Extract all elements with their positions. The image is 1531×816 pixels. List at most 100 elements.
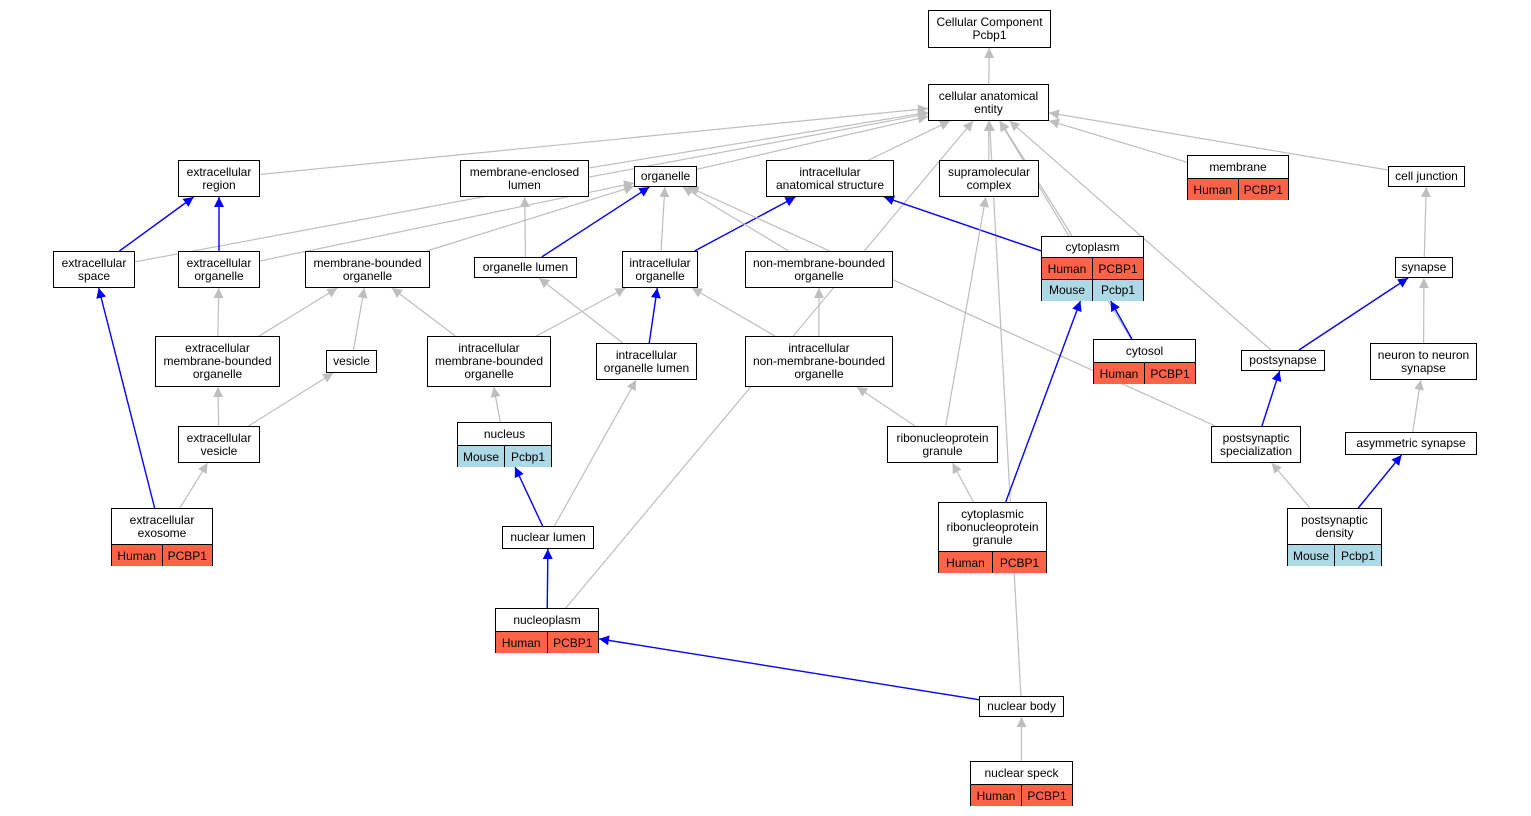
edge-io-to-org (659, 186, 670, 252)
node-label-line: entity (974, 101, 1003, 116)
edge-iol-to-orglum (538, 277, 624, 344)
edge-orglum-to-org (541, 186, 650, 258)
edge-cytosol-to-cae (999, 120, 1132, 340)
edge-exo-to-exves (179, 462, 209, 509)
edge-psyn-to-syn (1298, 277, 1409, 351)
node-label-line: organelle lumen (603, 360, 690, 375)
node-label-line: intracellular (458, 341, 520, 355)
node-label-line: space (77, 268, 111, 283)
node-label-line: ribonucleoprotein (946, 519, 1039, 534)
gene-cell: PCBP1 (1237, 179, 1288, 200)
node-nlum[interactable]: nuclear lumen (502, 526, 594, 549)
node-asyn[interactable]: asymmetric synapse (1345, 432, 1477, 455)
species-cell: Human (112, 545, 162, 566)
edge-exmbo-to-exorg (213, 287, 224, 337)
node-label-line: postsynaptic (1301, 512, 1368, 527)
node-label-line: non-membrane-bounded (752, 255, 886, 270)
edge-org-to-cae (696, 113, 929, 170)
node-label-line: synapse (1401, 360, 1446, 375)
species-cell: Mouse (1288, 545, 1334, 566)
node-label-line: density (1315, 525, 1354, 540)
node-label-line: organelle (794, 268, 844, 283)
edge-exmbo-to-mbo (258, 287, 338, 337)
species-cell: Human (1094, 363, 1144, 384)
gene-cell: Pcbp1 (1092, 279, 1143, 301)
edge-exreg-to-cae (259, 104, 929, 176)
edge-exves-to-exmbo (213, 386, 224, 427)
edge-exsp-to-exreg (119, 196, 194, 252)
node-label-line: cytoplasmic (961, 506, 1024, 521)
node-label-line: nucleus (483, 426, 526, 441)
node-label: organelle lumen (475, 258, 576, 277)
node-cj[interactable]: cell junction (1388, 166, 1465, 187)
node-nbody[interactable]: nuclear body (979, 696, 1064, 717)
node-syn[interactable]: synapse (1395, 257, 1453, 278)
node-label-line: non-membrane-bounded (752, 354, 886, 368)
gene-cell: PCBP1 (1092, 258, 1143, 280)
node-label-line: extracellular (186, 164, 252, 179)
node-label-line: nuclear body (987, 699, 1056, 713)
gene-cell: PCBP1 (546, 632, 598, 653)
edge-rnpg-to-inmbo (856, 386, 916, 427)
node-label-line: granule (972, 532, 1013, 547)
gene-cell: PCBP1 (1021, 785, 1072, 806)
node-label-line: extracellular (129, 512, 195, 527)
species-cell: Mouse (458, 446, 504, 467)
node-label: cell junction (1389, 167, 1464, 186)
node-label-line: organelle (342, 268, 393, 283)
node-psyn[interactable]: postsynapse (1241, 350, 1325, 371)
edge-ves-to-mbo (352, 287, 368, 351)
edge-nlum-to-nuc (514, 466, 544, 527)
node-ves[interactable]: vesicle (326, 350, 377, 373)
edge-mem-to-cae (1048, 118, 1188, 163)
node-org[interactable]: organelle (634, 166, 697, 187)
edge-inmbo-to-io (691, 287, 776, 337)
node-label-line: asymmetric synapse (1356, 436, 1466, 450)
node-orglum[interactable]: organelle lumen (474, 257, 577, 278)
node-label-line: cytoplasm (1065, 239, 1120, 254)
node-label-line: region (202, 177, 236, 192)
node-label-line: organelle (794, 367, 844, 381)
species-cell: Mouse (1042, 279, 1092, 301)
